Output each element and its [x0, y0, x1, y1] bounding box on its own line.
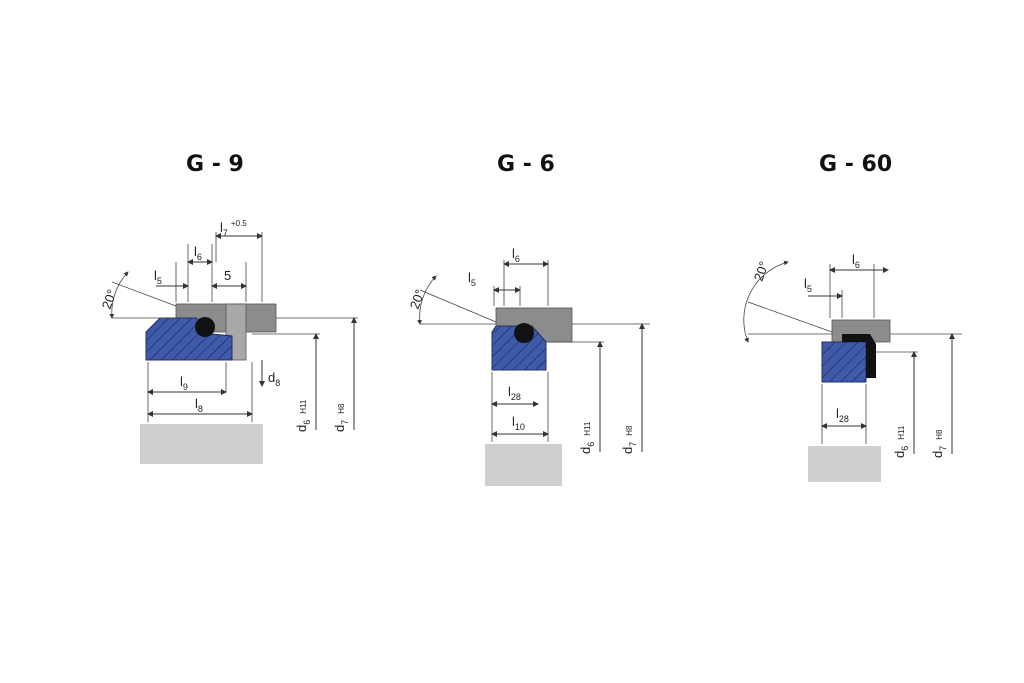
label-d6: d6H11 — [892, 425, 910, 458]
label-five: 5 — [224, 268, 231, 283]
diagram-title-g9: G - 9 — [186, 152, 244, 177]
label-d7: d7H8 — [620, 425, 638, 454]
o-ring — [195, 317, 215, 337]
diagram-title-g6: G - 6 — [497, 152, 555, 177]
label-l6: l6 — [512, 246, 520, 264]
label-d8: d8 — [268, 370, 280, 388]
base-block — [140, 424, 263, 464]
diagram-g60: l6 l5 20° l28 d6H11 d7H8 — [743, 252, 962, 482]
label-l28: l28 — [508, 384, 521, 402]
label-l8: l8 — [195, 396, 203, 414]
label-l10: l10 — [512, 414, 525, 432]
label-l5: l5 — [468, 270, 476, 288]
label-l5: l5 — [154, 268, 162, 286]
label-angle: 20° — [99, 287, 120, 311]
base-block — [485, 444, 562, 486]
label-l6: l6 — [852, 252, 860, 270]
label-l9: l9 — [180, 374, 188, 392]
diagram-g6: l6 l5 20° l28 l10 d6H11 d7H8 — [407, 246, 650, 486]
seal-profile — [821, 341, 867, 383]
o-ring — [514, 323, 534, 343]
label-d6: d6H11 — [578, 421, 596, 454]
label-l5: l5 — [804, 276, 812, 294]
label-d7: d7H8 — [332, 403, 350, 432]
label-angle: 20° — [751, 259, 772, 283]
label-l6: l6 — [194, 244, 202, 262]
label-angle: 20° — [407, 287, 428, 311]
label-d6: d6H11 — [294, 399, 312, 432]
diagram-title-g60: G - 60 — [819, 152, 893, 177]
label-l7: l7+0.5 — [220, 219, 247, 238]
wiper-ring — [842, 334, 876, 378]
base-block — [808, 446, 881, 482]
label-d7: d7H8 — [930, 429, 948, 458]
diagram-g9: l7+0.5 l6 l5 5 20° l9 l8 d8 d6H11 d7H8 — [99, 219, 358, 464]
label-l28: l28 — [836, 406, 849, 424]
